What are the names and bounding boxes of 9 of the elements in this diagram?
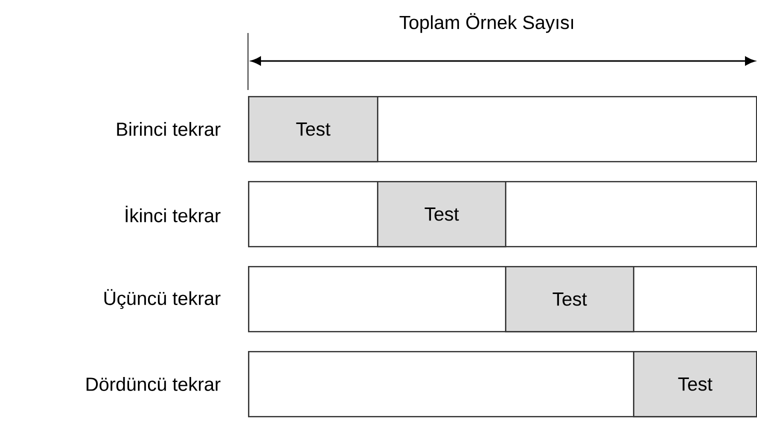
row-label: Üçüncü tekrar [104,289,220,309]
dimension-label: Toplam Örnek Sayısı [400,13,574,33]
row-label: İkinci tekrar [126,206,220,222]
row-label: Birinci tekrar [117,122,220,136]
test-box: Test [505,266,634,332]
test-box: Test [633,351,757,418]
test-box: Test [377,181,506,248]
row-label: Dördüncü tekrar [86,377,220,391]
test-box: Test [248,96,378,162]
